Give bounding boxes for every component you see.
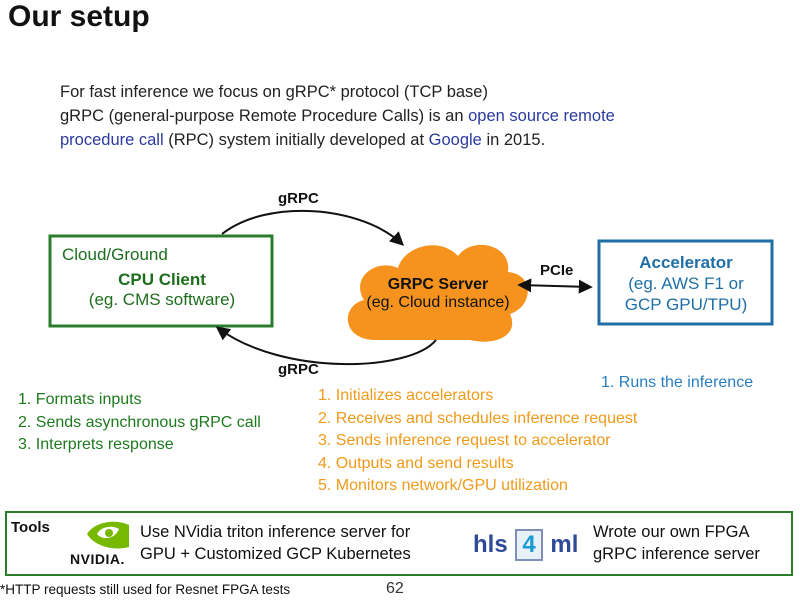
tools-label: Tools (11, 519, 50, 536)
intro-text: For fast inference we focus on gRPC* pro… (60, 80, 615, 152)
list-item: 2. Receives and schedules inference requ… (318, 409, 638, 427)
cpu-client-box (48, 234, 274, 328)
slide-title: Our setup (8, 0, 150, 33)
grpc-arrow-top (221, 209, 405, 246)
intro-line-2-text: gRPC (general-purpose Remote Procedure C… (60, 107, 469, 125)
cpu-client-title-wrap: CPU Client (eg. CMS software) (52, 270, 272, 310)
intro-line-2: gRPC (general-purpose Remote Procedure C… (60, 104, 615, 128)
accelerator-line-2: (eg. AWS F1 or (628, 274, 744, 293)
pcie-label: PCIe (540, 262, 574, 279)
cpu-client-label: Cloud/Ground (62, 245, 168, 265)
accelerator-task-list: 1. Runs the inference (601, 372, 753, 395)
list-item: 1. Initializes accelerators (318, 387, 494, 404)
server-label: GRPC Server (eg. Cloud instance) (348, 276, 528, 312)
grpc-bottom-label: gRPC (278, 361, 319, 378)
client-line-3: (eg. CMS software) (88, 290, 236, 309)
fpga-text-line-2: gRPC inference server (593, 545, 760, 563)
list-item: 1. Runs the inference (601, 374, 754, 391)
accelerator-line-1: Accelerator (639, 253, 733, 272)
server-line-1: GRPC Server (387, 276, 489, 293)
grpc-arrow-bottom (215, 326, 437, 365)
nvidia-logo: NVIDIA. (70, 551, 125, 567)
hls4ml-logo-chip: 4 (515, 529, 543, 561)
list-item: 3. Interprets response (18, 436, 174, 453)
client-line-2: CPU Client (118, 270, 206, 289)
nvidia-text-line-1: Use NVidia triton inference server for (140, 523, 411, 541)
accelerator-box (597, 239, 774, 326)
open-source-link[interactable]: open source remote (468, 107, 615, 125)
client-task-list: 1. Formats inputs 2. Sends asynchronous … (18, 389, 261, 457)
list-item: 5. Monitors network/GPU utilization (318, 477, 568, 494)
google-link[interactable]: Google (428, 131, 482, 149)
intro-line-1: For fast inference we focus on gRPC* pro… (60, 83, 488, 101)
list-item: 4. Outputs and send results (318, 454, 514, 472)
page-number: 62 (386, 580, 404, 597)
fpga-tools-text: Wrote our own FPGA gRPC inference server (593, 521, 760, 565)
tools-panel: Tools NVIDIA. Use NVidia triton inferenc… (5, 511, 793, 576)
server-cloud-shape (347, 244, 528, 342)
accelerator-label: Accelerator (eg. AWS F1 or GCP GPU/TPU) (600, 252, 772, 315)
nvidia-tools-text: Use NVidia triton inference server for G… (140, 521, 411, 565)
intro-line-3-text: (RPC) system initially developed at (163, 131, 429, 149)
server-task-list: 1. Initializes accelerators 2. Receives … (318, 385, 637, 498)
hls4ml-logo: hls 4 ml (473, 529, 578, 561)
list-item: 3. Sends inference request to accelerato… (318, 432, 611, 449)
procedure-call-link[interactable]: procedure call (60, 131, 164, 149)
footnote: *HTTP requests still used for Resnet FPG… (0, 582, 291, 597)
grpc-top-label: gRPC (278, 190, 319, 207)
list-item: 2. Sends asynchronous gRPC call (18, 413, 261, 431)
hls4ml-logo-left: hls (473, 531, 508, 558)
pcie-arrow (517, 278, 593, 294)
intro-line-3-end: in 2015. (481, 131, 546, 149)
fpga-text-line-1: Wrote our own FPGA (593, 523, 750, 541)
intro-line-3: procedure call (RPC) system initially de… (60, 128, 615, 152)
hls4ml-logo-right: ml (550, 531, 579, 558)
accelerator-line-3: GCP GPU/TPU) (624, 295, 748, 314)
list-item: 1. Formats inputs (18, 391, 142, 408)
nvidia-eye-icon (87, 521, 129, 549)
nvidia-text-line-2: GPU + Customized GCP Kubernetes (140, 545, 411, 563)
server-line-2: (eg. Cloud instance) (366, 294, 510, 311)
client-line-1: Cloud/Ground (62, 245, 168, 264)
